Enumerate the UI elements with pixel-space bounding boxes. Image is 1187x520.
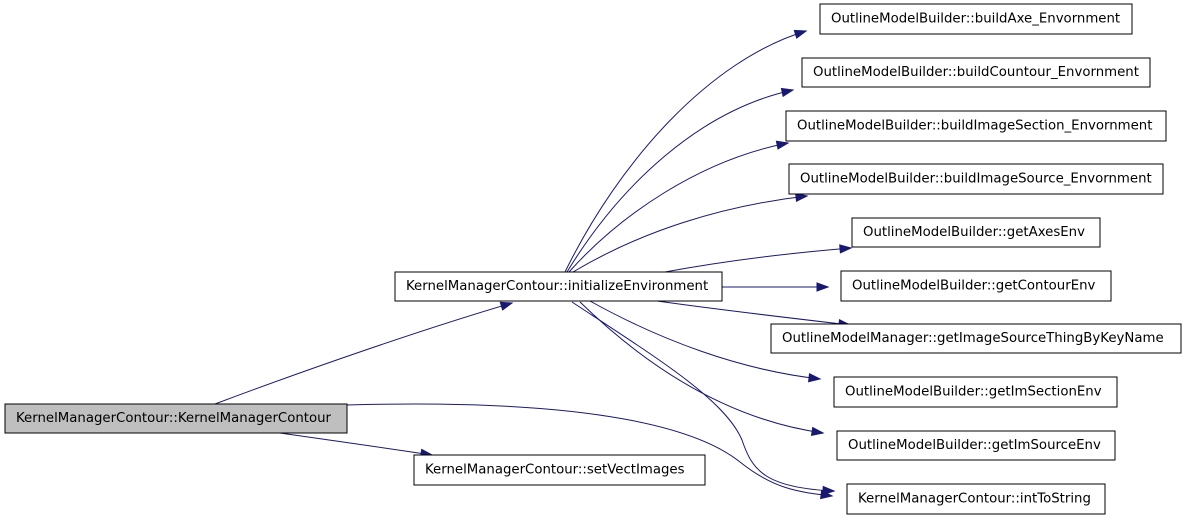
node-label: KernelManagerContour::intToString xyxy=(858,492,1091,507)
node-label: OutlineModelBuilder::buildCountour_Envor… xyxy=(813,65,1139,80)
edge-kernelmanagercontour-to-setvectimages xyxy=(279,432,433,456)
node-buildcountour-envornment[interactable]: OutlineModelBuilder::buildCountour_Envor… xyxy=(801,57,1151,88)
node-buildaxe-envornment[interactable]: OutlineModelBuilder::buildAxe_Envornment xyxy=(819,3,1133,35)
edge-initializeenvironment-to-getimsourceenv xyxy=(579,301,824,434)
node-initializeenvironment[interactable]: KernelManagerContour::initializeEnvironm… xyxy=(394,271,723,302)
node-kernelmanagercontour-constructor[interactable]: KernelManagerContour::KernelManagerConto… xyxy=(4,403,348,434)
edge-initializeenvironment-to-getaxesenv xyxy=(664,247,852,273)
node-label: OutlineModelBuilder::getContourEnv xyxy=(852,279,1096,294)
arrowhead xyxy=(775,140,790,150)
arrowhead xyxy=(816,282,830,292)
node-label: KernelManagerContour::setVectImages xyxy=(425,463,685,478)
node-label: OutlineModelBuilder::getImSectionEnv xyxy=(845,385,1102,400)
node-label: KernelManagerContour::KernelManagerConto… xyxy=(16,411,332,426)
node-label: OutlineModelBuilder::buildImageSource_En… xyxy=(800,172,1152,187)
node-getcontourenv[interactable]: OutlineModelBuilder::getContourEnv xyxy=(840,270,1112,302)
node-buildimagesource-envornment[interactable]: OutlineModelBuilder::buildImageSource_En… xyxy=(788,163,1164,195)
edge-initializeenvironment-to-buildimagesource xyxy=(572,195,808,273)
edges-layer xyxy=(214,30,852,497)
node-buildimagesection-envornment[interactable]: OutlineModelBuilder::buildImageSection_E… xyxy=(785,110,1167,142)
node-getimsourceenv[interactable]: OutlineModelBuilder::getImSourceEnv xyxy=(836,430,1116,461)
node-getimagesourcethingbykeyname[interactable]: OutlineModelManager::getImageSourceThing… xyxy=(770,323,1182,354)
node-label: KernelManagerContour::initializeEnvironm… xyxy=(406,279,708,294)
edge-kernelmanagercontour-to-initializeenvironment xyxy=(214,302,513,405)
node-label: OutlineModelManager::getImageSourceThing… xyxy=(782,331,1164,346)
edge-initializeenvironment-to-buildcountour xyxy=(566,89,794,273)
edge-initializeenvironment-to-getimagesourcething xyxy=(649,299,851,326)
edge-initializeenvironment-to-buildaxe xyxy=(564,30,807,273)
arrowhead xyxy=(793,29,808,39)
arrowhead xyxy=(780,87,795,98)
arrowhead xyxy=(822,485,836,496)
arrowheads-layer xyxy=(419,29,853,500)
nodes-layer: KernelManagerContour::KernelManagerConto… xyxy=(4,3,1182,515)
edge-initializeenvironment-to-getimsectionenv xyxy=(589,300,821,380)
arrowhead xyxy=(795,192,809,202)
arrowhead xyxy=(810,426,825,437)
node-getaxesenv[interactable]: OutlineModelBuilder::getAxesEnv xyxy=(851,217,1101,248)
node-inttostring[interactable]: KernelManagerContour::intToString xyxy=(846,483,1106,515)
edge-initializeenvironment-to-buildimagesection xyxy=(568,142,789,273)
edge-kernelmanagercontour-to-inttostring xyxy=(346,403,833,497)
node-label: OutlineModelBuilder::buildAxe_Envornment xyxy=(831,12,1120,27)
arrowhead xyxy=(839,244,853,254)
node-setvectimages[interactable]: KernelManagerContour::setVectImages xyxy=(413,454,706,486)
node-label: OutlineModelBuilder::buildImageSection_E… xyxy=(797,119,1152,134)
arrowhead xyxy=(499,301,514,311)
node-label: OutlineModelBuilder::getImSourceEnv xyxy=(848,438,1101,453)
node-label: OutlineModelBuilder::getAxesEnv xyxy=(863,225,1085,240)
node-getimsectionenv[interactable]: OutlineModelBuilder::getImSectionEnv xyxy=(833,376,1118,408)
arrowhead xyxy=(808,373,822,383)
edge-initializeenvironment-to-inttostring xyxy=(571,301,835,492)
